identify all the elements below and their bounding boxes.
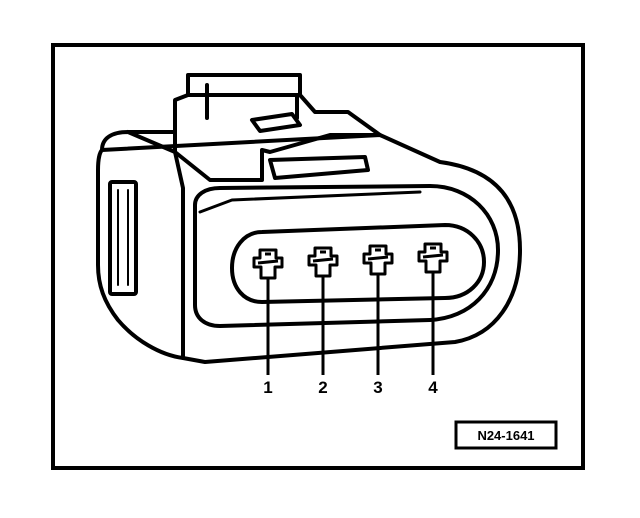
pin-label-3: 3 xyxy=(373,378,382,397)
pin-label-2: 2 xyxy=(318,378,327,397)
pin-terminals xyxy=(252,242,449,280)
pin-labels: 1 2 3 4 xyxy=(263,272,438,397)
reference-box: N24-1641 xyxy=(454,420,558,450)
connector-housing xyxy=(96,73,522,364)
reference-code: N24-1641 xyxy=(477,428,534,443)
pin-terminal-4 xyxy=(417,242,449,274)
pin-terminal-2 xyxy=(307,246,339,278)
pin-cavity xyxy=(230,223,486,304)
pin-terminal-1 xyxy=(252,248,284,280)
pin-terminal-3 xyxy=(362,244,394,276)
pin-label-4: 4 xyxy=(428,378,438,397)
front-shroud xyxy=(193,184,500,328)
latch-window xyxy=(250,112,302,133)
pin-label-1: 1 xyxy=(263,378,272,397)
side-slot xyxy=(108,180,138,296)
